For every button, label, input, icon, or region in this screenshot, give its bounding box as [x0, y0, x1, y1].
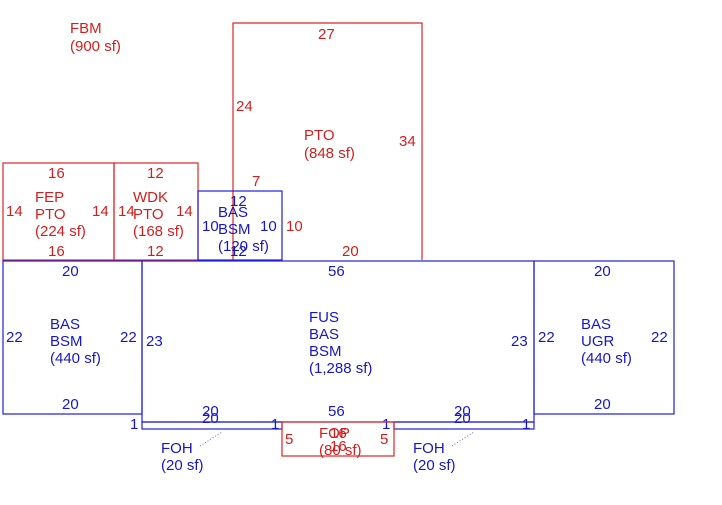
- bas-ugr-left-dim: 22: [538, 329, 555, 346]
- wdk-code: WDK: [133, 189, 168, 206]
- fbm-area: (900 sf): [70, 38, 121, 55]
- fep-pto-code: PTO: [35, 206, 66, 223]
- fep-pto-bottom-dim: 16: [48, 243, 65, 260]
- bas-ugr-right-outline: [533, 260, 675, 415]
- pto-large-right-lower-dim: 10: [286, 218, 303, 235]
- fbm-code: FBM: [70, 20, 102, 37]
- bas-ugr-area: (440 sf): [581, 350, 632, 367]
- bas-small-code: BAS: [218, 204, 248, 221]
- fep-pto-left-dim: 14: [6, 203, 23, 220]
- pto-large-area: (848 sf): [304, 145, 355, 162]
- wdk-pto-right-dim: 14: [176, 203, 193, 220]
- fus-area: (1,288 sf): [309, 360, 372, 377]
- bas-ugr-right-dim: 22: [651, 329, 668, 346]
- fep-pto-top-dim: 16: [48, 165, 65, 182]
- foh-left-leader: [199, 431, 223, 447]
- fep-pto-right-dim: 14: [92, 203, 109, 220]
- bas-bsm-small-top-dim: 12: [230, 193, 247, 210]
- foh-right-left-dim: 1: [382, 416, 390, 433]
- pto-large-code: PTO: [304, 127, 335, 144]
- pto-large-right-dim: 34: [399, 133, 416, 150]
- wdk-pto-code: PTO: [133, 206, 164, 223]
- fep-code: FEP: [35, 189, 64, 206]
- foh-left-bottom-dim: 20: [202, 410, 219, 427]
- fus-right-dim: 23: [511, 333, 528, 350]
- fep-pto-area: (224 sf): [35, 223, 86, 240]
- foh-left-right-dim: 1: [271, 416, 279, 433]
- foh-left-code: FOH: [161, 440, 193, 457]
- pto-large-outline: [232, 22, 423, 260]
- foh-right-code: FOH: [413, 440, 445, 457]
- ugr-right-code: UGR: [581, 333, 615, 350]
- pto-large-left-lower-dim: 7: [252, 173, 260, 190]
- foh-right-bottom-dim: 20: [454, 410, 471, 427]
- pto-large-top-dim: 27: [318, 26, 335, 43]
- fop-right-dim: 5: [380, 431, 388, 448]
- foh-right-right-dim: 1: [522, 416, 530, 433]
- fop-code: FOP: [319, 425, 350, 442]
- fus-bsm-code: BSM: [309, 343, 342, 360]
- wdk-pto-bottom-dim: 12: [147, 243, 164, 260]
- bas-bsm-small-bottom-dim: 12: [230, 243, 247, 260]
- bas-bsm-small-area: (120 sf): [218, 238, 269, 255]
- foh-left-top-dim: 20: [202, 403, 219, 420]
- fop-area: (80 sf): [319, 442, 362, 459]
- fus-bas-code: BAS: [309, 326, 339, 343]
- bas-bsm-left-bottom-dim: 20: [62, 396, 79, 413]
- bas-bsm-small-outline: [197, 190, 283, 261]
- fus-bottom-dim: 56: [328, 403, 345, 420]
- pto-large-left-dim: 24: [236, 98, 253, 115]
- fus-code: FUS: [309, 309, 339, 326]
- wdk-pto-area: (168 sf): [133, 223, 184, 240]
- bas-bsm-small-left-dim: 10: [202, 218, 219, 235]
- bas-bsm-left-left-dim: 22: [6, 329, 23, 346]
- pto-large-bottom-dim: 20: [342, 243, 359, 260]
- bas-bsm-left-area: (440 sf): [50, 350, 101, 367]
- fus-left-dim: 23: [146, 333, 163, 350]
- fop-left-dim: 5: [285, 431, 293, 448]
- bas-ugr-top-dim: 20: [594, 263, 611, 280]
- bas-bsm-small-right-dim: 10: [260, 218, 277, 235]
- bas-ugr-bottom-dim: 20: [594, 396, 611, 413]
- foh-left-area: (20 sf): [161, 457, 204, 474]
- foh-right-leader: [451, 431, 475, 447]
- fop-outline: [281, 421, 395, 457]
- bas-bsm-left-top-dim: 20: [62, 263, 79, 280]
- bsm-small-code: BSM: [218, 221, 251, 238]
- fop-top-dim: 16: [330, 425, 347, 442]
- fus-top-dim: 56: [328, 263, 345, 280]
- foh-right-area: (20 sf): [413, 457, 456, 474]
- bsm-left-code: BSM: [50, 333, 83, 350]
- foh-left-left-dim: 1: [130, 416, 138, 433]
- bas-right-code: BAS: [581, 316, 611, 333]
- foh-right-top-dim: 20: [454, 403, 471, 420]
- bas-left-code: BAS: [50, 316, 80, 333]
- fop-bottom-dim: 16: [330, 438, 347, 455]
- wdk-pto-top-dim: 12: [147, 165, 164, 182]
- bas-bsm-left-right-dim: 22: [120, 329, 137, 346]
- wdk-pto-left-dim: 14: [118, 203, 135, 220]
